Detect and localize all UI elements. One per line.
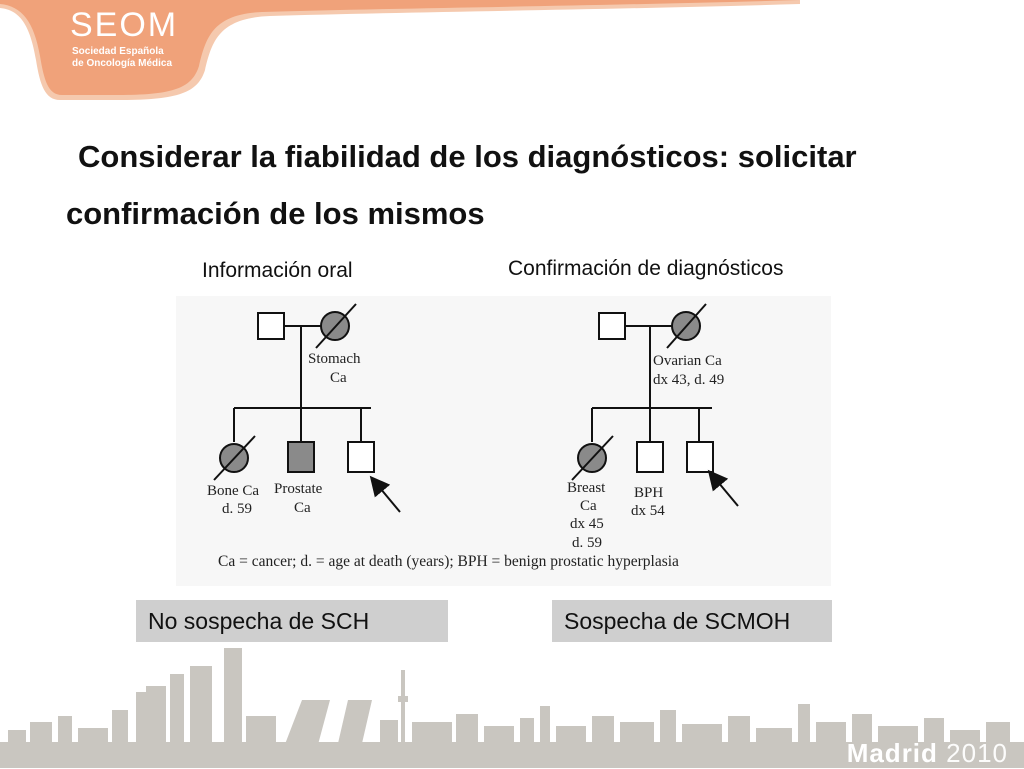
- right-pedigree: [571, 303, 739, 507]
- left-proband-square: [347, 441, 375, 473]
- madrid-skyline: [0, 648, 1024, 768]
- right-mother-label-2: dx 43, d. 49: [653, 372, 724, 388]
- left-child1-deceased-slash: [213, 435, 256, 481]
- left-child2-label-1: Prostate: [274, 481, 323, 497]
- madrid-2010-footer: Madrid 2010: [847, 738, 1008, 769]
- right-child2-label-2: dx 54: [631, 503, 665, 519]
- left-mother-label-2: Ca: [330, 370, 347, 386]
- left-child1-label-1: Bone Ca: [207, 483, 259, 499]
- left-father-square: [257, 312, 285, 340]
- right-child1-label-2: Ca: [580, 498, 597, 514]
- slide-title: Considerar la fiabilidad de los diagnóst…: [66, 128, 966, 242]
- right-child2-square: [636, 441, 664, 473]
- logo-name: SEOM: [70, 6, 179, 44]
- left-child2-label-2: Ca: [294, 500, 311, 516]
- right-column-heading: Confirmación de diagnósticos: [508, 257, 784, 280]
- footer-year: 2010: [946, 738, 1008, 768]
- left-child2-affected-square: [287, 441, 315, 473]
- logo-subtitle-line1: Sociedad Española: [72, 46, 164, 57]
- left-pedigree: [213, 303, 401, 513]
- title-line2: confirmación de los mismos: [66, 196, 485, 231]
- pedigree-legend: Ca = cancer; d. = age at death (years); …: [218, 553, 679, 570]
- left-proband-arrow: [369, 475, 401, 513]
- left-column-heading: Información oral: [202, 259, 353, 282]
- left-child1-label-2: d. 59: [222, 501, 252, 517]
- right-child1-label-4: d. 59: [572, 535, 602, 551]
- right-mother-deceased-slash: [666, 303, 707, 349]
- right-proband-square: [686, 441, 714, 473]
- right-mother-label-1: Ovarian Ca: [653, 353, 722, 369]
- left-mother-deceased-slash: [315, 303, 357, 349]
- right-child1-label-3: dx 45: [570, 516, 604, 532]
- right-father-square: [598, 312, 626, 340]
- right-child2-label-1: BPH: [634, 485, 663, 501]
- right-proband-arrow: [707, 469, 739, 507]
- logo-subtitle-line2: de Oncología Médica: [72, 58, 173, 69]
- left-verdict-box: No sospecha de SCH: [136, 600, 448, 642]
- title-line1: Considerar la fiabilidad de los diagnóst…: [78, 139, 857, 174]
- seom-logo-banner: [0, 0, 800, 100]
- pedigree-svg: Stomach Ca Bone Ca d. 59 Prostate Ca Ova…: [207, 303, 739, 570]
- left-mother-label-1: Stomach: [308, 351, 361, 367]
- pedigree-figure: Stomach Ca Bone Ca d. 59 Prostate Ca Ova…: [176, 296, 831, 586]
- footer-city: Madrid: [846, 738, 938, 768]
- right-verdict-box: Sospecha de SCMOH: [552, 600, 832, 642]
- right-child1-label-1: Breast: [567, 480, 606, 496]
- logo-subtitle: Sociedad Española de Oncología Médica: [72, 46, 212, 70]
- right-child1-deceased-slash: [571, 435, 614, 481]
